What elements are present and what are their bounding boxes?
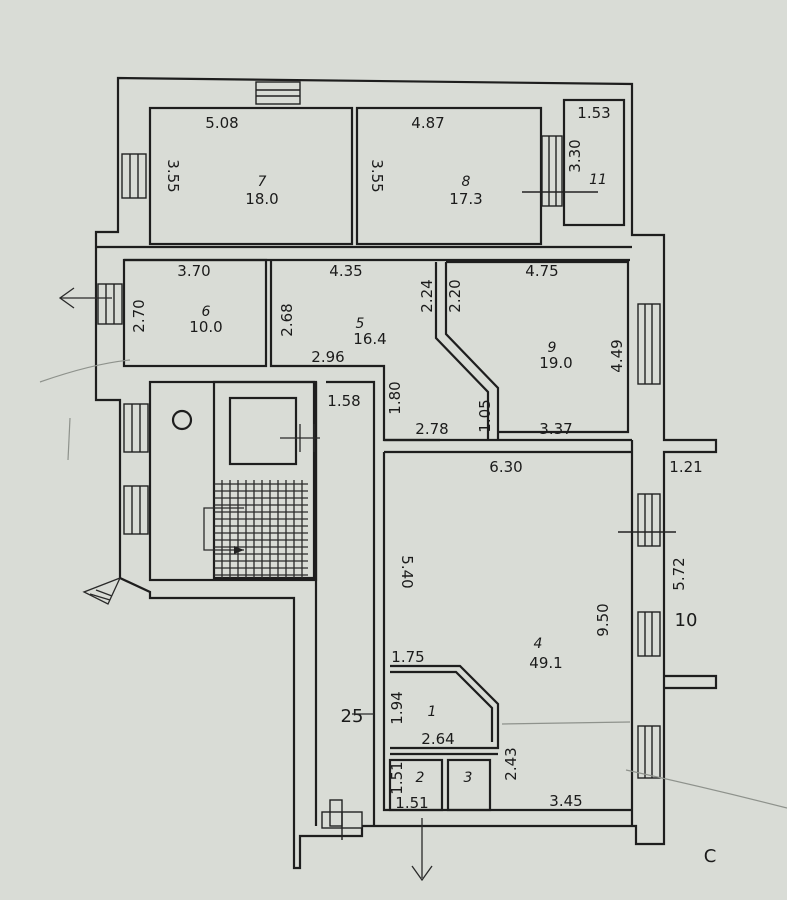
shaft-marks: [280, 424, 320, 452]
dim-label: 2.43: [502, 747, 520, 780]
room-area-6: 10.0: [189, 318, 222, 336]
dim-label: 4.75: [525, 262, 558, 280]
room-id-8: 8: [462, 174, 471, 190]
dim-label: 4.35: [329, 262, 362, 280]
down-arrow-icon: [411, 818, 433, 882]
stair-treads: [203, 480, 308, 578]
dim-label: 3.55: [368, 159, 386, 192]
dim-label: 1.94: [388, 691, 406, 724]
dim-label: 5.40: [398, 555, 416, 588]
boiler-circle-icon: [171, 409, 193, 431]
room-id-9: 9: [548, 340, 557, 356]
dim-label: 5.08: [205, 114, 238, 132]
room-area-9: 19.0: [539, 354, 572, 372]
dim-label: 1.05: [476, 399, 494, 432]
room-id-1: 1: [428, 704, 437, 720]
pencil-marks: [39, 359, 787, 809]
entrance-steps-icon: [82, 577, 121, 605]
dim-label: 9.50: [594, 603, 612, 636]
room-labels: 7 18.0 8 17.3 11 6 10.0 5 16.4 9 19.0 4 …: [189, 172, 716, 867]
room-id-4: 4: [534, 636, 543, 652]
dim-label: 2.96: [311, 348, 344, 366]
dim-label: 1.51: [388, 761, 406, 794]
dim-label: 4.87: [411, 114, 444, 132]
room-area-7: 18.0: [245, 190, 278, 208]
room-id-3: 3: [464, 770, 473, 786]
dim-label: 1.53: [577, 104, 610, 122]
room-area-4: 49.1: [529, 654, 562, 672]
dimension-labels: 5.08 3.55 4.87 3.55 1.53 3.30 3.70 2.70 …: [130, 104, 703, 812]
room-area-8: 17.3: [449, 190, 482, 208]
room-id-5: 5: [356, 316, 365, 332]
corridor-label: 25: [341, 706, 364, 727]
dim-label: 2.64: [421, 730, 454, 748]
dim-label: 1.21: [669, 458, 702, 476]
dim-label: 3.45: [549, 792, 582, 810]
dim-label: 1.80: [386, 381, 404, 414]
room-id-6: 6: [202, 304, 211, 320]
inner-walls: [96, 98, 634, 826]
dim-label: 1.58: [327, 392, 360, 410]
dim-label: 1.51: [395, 794, 428, 812]
dim-label: 3.37: [539, 420, 572, 438]
room-id-7: 7: [258, 174, 267, 190]
exit-arrow-icon: [58, 287, 112, 309]
dim-label: 1.75: [391, 648, 424, 666]
dim-label: 3.55: [164, 159, 182, 192]
room-id-2: 2: [416, 770, 425, 786]
room-id-11: 11: [589, 172, 607, 188]
dim-label: 2.78: [415, 420, 448, 438]
room-id-10: 10: [675, 610, 698, 631]
dim-label: 2.70: [130, 299, 148, 332]
dim-label: 4.49: [608, 339, 626, 372]
dim-label: 2.68: [278, 303, 296, 336]
outer-walls: [94, 76, 718, 870]
dim-label: 3.70: [177, 262, 210, 280]
dim-label: 2.20: [446, 279, 464, 312]
dim-label: 3.30: [566, 139, 584, 172]
room-area-5: 16.4: [353, 330, 386, 348]
windows: [97, 81, 676, 840]
dim-label: 6.30: [489, 458, 522, 476]
dim-label: 2.24: [418, 279, 436, 312]
dim-label: 5.72: [670, 557, 688, 590]
corner-mark: C: [704, 846, 717, 867]
